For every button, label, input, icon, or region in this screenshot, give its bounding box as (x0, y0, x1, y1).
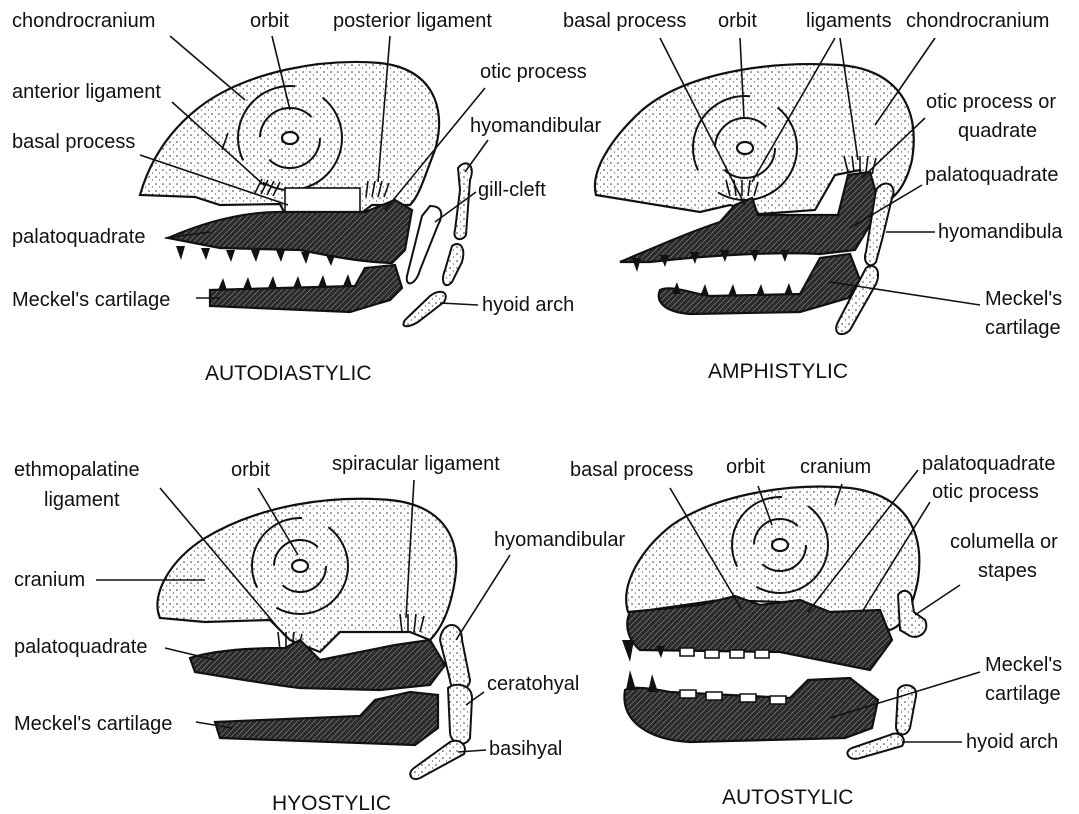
caption-autodiastylic: AUTODIASTYLIC (205, 362, 371, 385)
label-ligament: ligament (44, 489, 120, 511)
orbit (737, 142, 753, 154)
leader-hyoid-arch (440, 303, 478, 305)
label-cranium: cranium (800, 456, 871, 478)
label-meckels: Meckel's (985, 288, 1062, 310)
label-ethmopalatine: ethmopalatine (14, 459, 140, 481)
label-spiracular-ligament: spiracular ligament (332, 453, 500, 475)
meckels-cartilage-shape (215, 692, 438, 745)
label-meckels-cartilage: Meckel's cartilage (12, 289, 170, 311)
hyoid-arch-shape (847, 733, 903, 758)
label-posterior-ligament: posterior ligament (333, 10, 492, 32)
basal-process-block (285, 188, 360, 212)
label-ceratohyal: ceratohyal (487, 673, 579, 695)
label-orbit: orbit (718, 10, 757, 32)
leader-hyomandibular (465, 140, 488, 172)
label-palatoquadrate: palatoquadrate (922, 453, 1055, 475)
label-basihyal: basihyal (489, 738, 562, 760)
label-stapes: stapes (978, 560, 1037, 582)
label-hyomandibula: hyomandibula (938, 221, 1063, 243)
leader-gill-cleft (435, 192, 476, 222)
label-orbit: orbit (250, 10, 289, 32)
basihyal-shape (410, 741, 465, 779)
gill-cleft-shape (407, 206, 442, 283)
label-gill-cleft: gill-cleft (478, 179, 546, 201)
columella-shape (898, 591, 926, 637)
label-quadrate: quadrate (958, 120, 1037, 142)
label-orbit: orbit (231, 459, 270, 481)
panel-autostylic: basal process orbit cranium palatoquadra… (570, 453, 1062, 809)
panel-hyostylic: ethmopalatine ligament orbit spiracular … (14, 453, 626, 814)
panel-autodiastylic: chondrocranium orbit posterior ligament … (12, 10, 602, 385)
label-anterior-ligament: anterior ligament (12, 81, 161, 103)
caption-autostylic: AUTOSTYLIC (722, 786, 853, 809)
hyomandibular-shape (440, 625, 470, 689)
leader-columella (915, 585, 960, 615)
leader-hyomandibular (456, 555, 510, 640)
panel-amphistylic: basal process orbit ligaments chondrocra… (563, 10, 1063, 383)
label-chondrocranium: chondrocranium (12, 10, 155, 32)
orbit (282, 132, 298, 144)
label-otic-process: otic process (932, 481, 1039, 503)
label-cartilage: cartilage (985, 317, 1061, 339)
label-chondrocranium: chondrocranium (906, 10, 1049, 32)
label-orbit: orbit (726, 456, 765, 478)
caption-hyostylic: HYOSTYLIC (272, 792, 391, 814)
label-palatoquadrate: palatoquadrate (925, 164, 1058, 186)
label-otic-process-or: otic process or (926, 91, 1056, 113)
caption-amphistylic: AMPHISTYLIC (708, 360, 848, 383)
label-basal-process: basal process (563, 10, 686, 32)
label-meckels-cartilage: Meckel's cartilage (14, 713, 172, 735)
ceratohyal-shape (448, 685, 472, 744)
label-hyomandibular: hyomandibular (494, 529, 626, 551)
label-hyomandibular: hyomandibular (470, 115, 602, 137)
hyoid-segment (443, 244, 463, 285)
label-hyoid-arch: hyoid arch (482, 294, 574, 316)
meckels-cartilage-shape (624, 678, 878, 742)
label-ligaments: ligaments (806, 10, 892, 32)
label-cartilage: cartilage (985, 683, 1061, 705)
hyoid-arch-shape (403, 292, 445, 327)
label-cranium: cranium (14, 569, 85, 591)
label-meckels: Meckel's (985, 654, 1062, 676)
leader-chondrocranium (170, 36, 245, 100)
label-hyoid-arch: hyoid arch (966, 731, 1058, 753)
meckels-cartilage-shape (659, 254, 860, 314)
label-basal-process: basal process (570, 459, 693, 481)
label-columella-or: columella or (950, 531, 1058, 553)
label-palatoquadrate: palatoquadrate (14, 636, 147, 658)
label-basal-process: basal process (12, 131, 135, 153)
orbit (292, 560, 308, 572)
label-palatoquadrate: palatoquadrate (12, 226, 145, 248)
orbit (772, 539, 788, 551)
label-otic-process: otic process (480, 61, 587, 83)
meckels-cartilage-shape (210, 265, 402, 312)
